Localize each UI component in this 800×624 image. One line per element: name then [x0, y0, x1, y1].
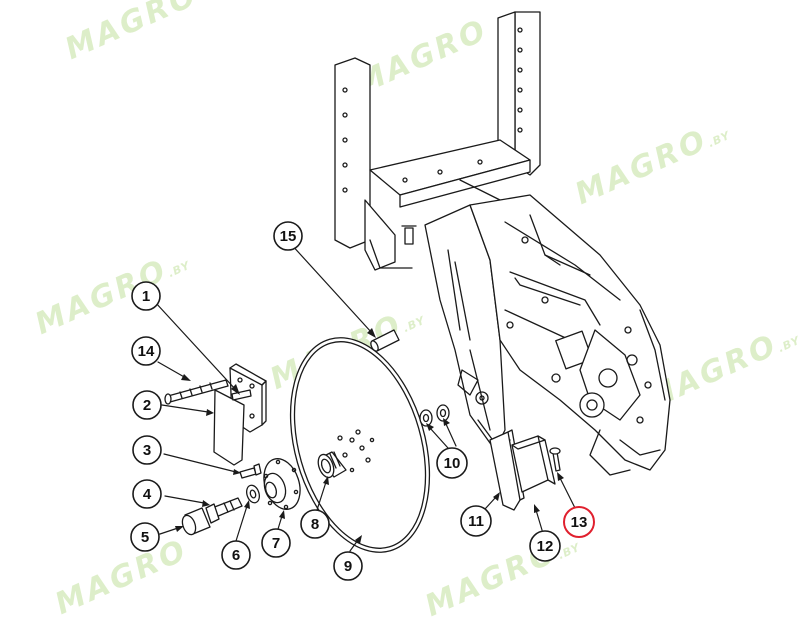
callout-4[interactable]: 4 [132, 479, 162, 509]
leader-8 [316, 481, 327, 511]
callout-label: 2 [143, 397, 151, 414]
callouts: 15 1 14 2 3 4 5 6 7 8 9 10 11 12 13 [130, 221, 595, 581]
callout-8[interactable]: 8 [300, 509, 330, 539]
leader-4 [164, 495, 205, 504]
leader-3 [163, 453, 237, 473]
callout-6[interactable]: 6 [221, 540, 251, 570]
mounting-frame [334, 11, 541, 271]
leader-6 [235, 505, 248, 542]
leader-lines [154, 242, 576, 552]
leader-14 [157, 361, 187, 379]
callout-label: 6 [232, 547, 240, 564]
callout-label: 5 [141, 529, 149, 546]
callout-5[interactable]: 5 [130, 522, 160, 552]
part-6-washer [246, 484, 260, 504]
part-15-pin [370, 329, 400, 352]
callout-2[interactable]: 2 [132, 390, 162, 420]
part-10-washers [419, 404, 450, 427]
callout-label: 7 [272, 535, 280, 552]
leader-12 [535, 509, 543, 531]
callout-11[interactable]: 11 [460, 505, 492, 537]
callout-7[interactable]: 7 [261, 528, 291, 558]
callout-12[interactable]: 12 [529, 530, 561, 562]
drawing-canvas: 15 1 14 2 3 4 5 6 7 8 9 10 11 12 13 [130, 11, 671, 581]
part-3-bolt [239, 463, 262, 479]
part-2-scraper [213, 389, 245, 466]
part-8-bearing [317, 451, 347, 479]
leader-9 [349, 539, 359, 552]
part-13-bolt [549, 447, 561, 472]
callout-3[interactable]: 3 [132, 435, 162, 465]
callout-14[interactable]: 14 [131, 336, 161, 366]
leader-7 [277, 515, 283, 530]
part-12-block [511, 435, 556, 493]
leader-10b [445, 423, 457, 447]
part-14-bolt [164, 379, 252, 405]
callout-label: 4 [143, 486, 152, 503]
callout-label: 9 [344, 558, 352, 575]
callout-label: 1 [142, 288, 150, 305]
leader-11 [484, 496, 497, 510]
linkage-body [469, 194, 671, 476]
callout-13[interactable]: 13 [563, 506, 595, 538]
callout-label: 11 [468, 513, 484, 530]
callout-15[interactable]: 15 [273, 221, 303, 251]
part-9-disc-blade [289, 337, 431, 553]
callout-label: 13 [571, 514, 588, 531]
callout-label: 14 [138, 343, 155, 360]
leader-10a [429, 427, 449, 449]
part-5-cap [181, 507, 211, 536]
callout-label: 10 [444, 455, 461, 472]
leader-15 [289, 242, 373, 334]
callout-10[interactable]: 10 [436, 447, 468, 479]
part-7-hub [263, 458, 301, 510]
callout-label: 8 [311, 516, 319, 533]
leader-2 [161, 404, 209, 413]
part-4-axle-bolt [205, 497, 243, 524]
callout-label: 15 [280, 228, 297, 245]
callout-label: 12 [537, 538, 554, 555]
callout-label: 3 [143, 442, 151, 459]
leader-13 [559, 477, 576, 509]
leader-5 [159, 527, 179, 535]
parts-diagram: MAGRO MAGRO MAGRO.BY MAGRO.BY MAGRO.BY M… [30, 0, 800, 624]
callout-9[interactable]: 9 [333, 551, 363, 581]
callout-1[interactable]: 1 [131, 281, 161, 311]
leader-1 [154, 301, 237, 391]
